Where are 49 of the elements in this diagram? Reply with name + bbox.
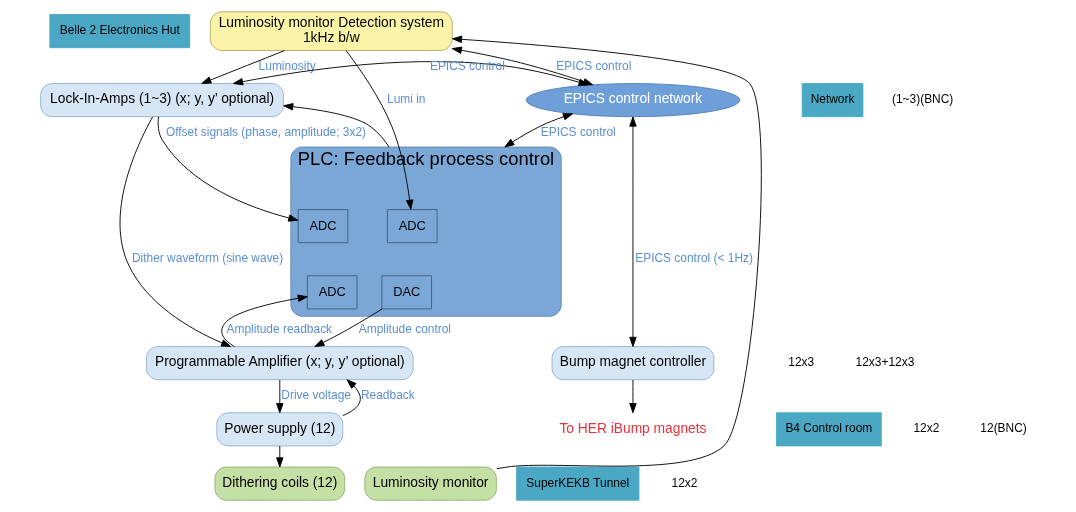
node-box: Belle 2 Electronics Hut <box>49 14 191 49</box>
node-box: SuperKEKB Tunnel <box>516 466 640 501</box>
node-box: DAC <box>381 275 432 310</box>
label: (1~3)(BNC) <box>891 92 954 107</box>
label: 12x3+12x3 <box>855 355 915 370</box>
label: 12(BNC) <box>980 421 1027 436</box>
node-text: To HER iBump magnets <box>559 420 707 436</box>
arrow <box>276 379 284 414</box>
arrow <box>201 50 286 84</box>
edge-label: EPICS control <box>556 59 632 74</box>
arrow <box>342 379 361 416</box>
node-box: B4 Control room <box>775 412 882 447</box>
edge-label: Offset signals (phase, amplitude; 3x2) <box>165 125 367 140</box>
node-box: Programmable Amplifier (x; y, y’ optional) <box>146 346 414 381</box>
node-box: Power supply (12) <box>216 412 344 447</box>
arrow <box>221 294 308 347</box>
arrow <box>157 116 299 222</box>
edge-label: Readback <box>360 388 415 403</box>
arrow <box>452 35 762 470</box>
edge-label: Dither waveform (sine wave) <box>131 251 284 266</box>
edge-label: Amplitude readback <box>226 322 333 337</box>
arrow <box>283 103 390 148</box>
label: 12x2 <box>913 421 940 436</box>
edge-label: Luminosity <box>258 59 316 74</box>
arrow <box>276 445 284 468</box>
node-box: ADC <box>297 209 349 244</box>
node-box: ADC <box>306 275 358 310</box>
node-box: Luminosity monitor <box>364 466 497 501</box>
edge-label: EPICS control (< 1Hz) <box>635 251 753 266</box>
arrow <box>345 50 414 210</box>
node-ellipse: EPICS control network <box>525 83 741 118</box>
arrow <box>119 116 232 348</box>
arrow <box>314 308 383 348</box>
node-box: Dithering coils (12) <box>214 466 346 501</box>
edge-label: Amplitude control <box>358 322 451 337</box>
arrow <box>504 113 574 148</box>
node-box: Bump magnet controller <box>551 346 715 381</box>
node-box: Lock-In-Amps (1~3) (x; y, y’ optional) <box>40 83 284 118</box>
arrow <box>629 116 637 347</box>
label: 12x3 <box>788 355 815 370</box>
arrow <box>629 379 637 414</box>
node-box: Luminosity monitor Detection system 1kHz b/w <box>209 11 453 51</box>
edge-label: Lumi in <box>387 92 426 107</box>
arrow <box>233 61 589 86</box>
edge-label: EPICS control <box>540 125 616 140</box>
edge-label: Drive voltage <box>281 388 351 403</box>
node-box: ADC <box>386 209 438 244</box>
node-box: Network <box>801 83 864 118</box>
label: 12x2 <box>671 475 698 490</box>
